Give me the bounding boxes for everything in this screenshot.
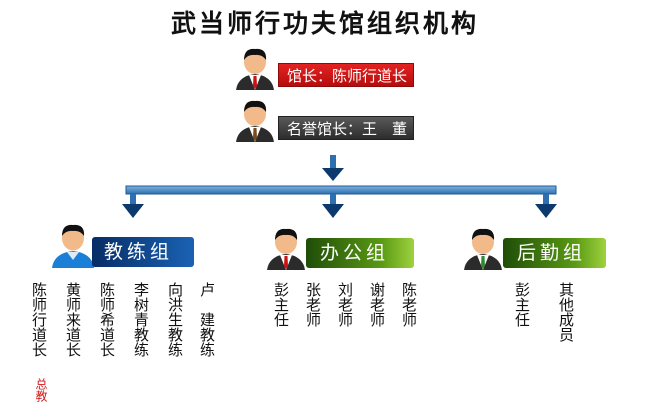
teach-member-4: 李树青教练 [132, 282, 150, 357]
teach-member-6: 卢 建教练 [198, 282, 216, 357]
office-group-label: 办公组 [306, 238, 414, 268]
teach-member-2: 黄师来道长 [64, 282, 82, 357]
honorary-badge: 名誉馆长：王 董 [278, 116, 414, 140]
teach-member-3: 陈师希道长 [98, 282, 116, 357]
teach-member-1-note: 总教 [34, 378, 48, 402]
director-badge: 馆长：陈师行道长 [278, 63, 414, 87]
office-member-1: 彭主任 [272, 282, 290, 327]
office-member-3: 刘老师 [336, 282, 354, 327]
teach-member-5: 向洪生教练 [166, 282, 184, 357]
logistics-member-2: 其他成员 [557, 282, 575, 342]
teach-group-label: 教练组 [92, 237, 194, 267]
office-group-avatar-icon [267, 228, 305, 270]
honorary-avatar-icon [236, 100, 274, 142]
arrow-teach-icon [122, 204, 144, 218]
arrow-logistics-icon [535, 204, 557, 218]
office-member-2: 张老师 [304, 282, 322, 327]
office-member-5: 陈老师 [400, 282, 418, 327]
connector-bar [125, 185, 557, 195]
chart-title: 武当师行功夫馆组织机构 [170, 9, 479, 38]
logistics-member-1: 彭主任 [513, 282, 531, 327]
connector-stem [330, 155, 336, 168]
arrow-main-icon [322, 168, 344, 181]
arrow-office-icon [322, 204, 344, 218]
office-member-4: 谢老师 [368, 282, 386, 327]
director-avatar-icon [236, 48, 274, 90]
logistics-group-label: 后勤组 [503, 238, 606, 268]
logistics-group-avatar-icon [464, 228, 502, 270]
teach-group-avatar-icon [52, 224, 94, 268]
teach-member-1: 陈师行道长 [30, 282, 48, 357]
